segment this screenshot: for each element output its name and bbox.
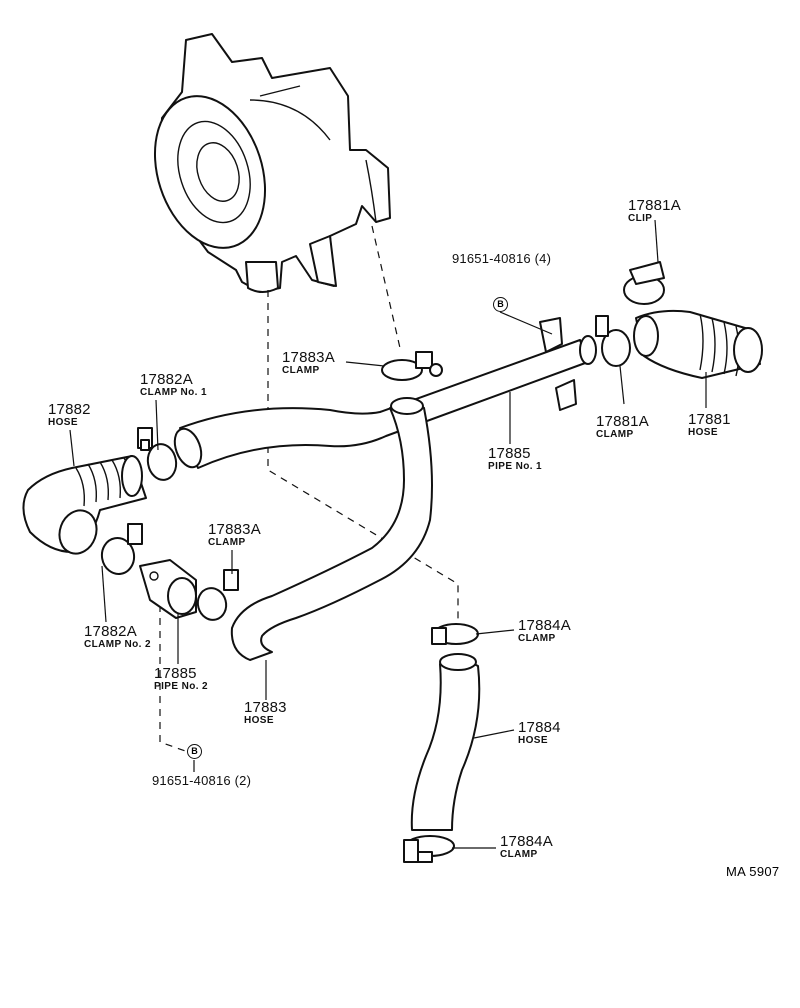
guide-line-air-cleaner: [267, 290, 459, 622]
part-name: CLAMP: [208, 537, 246, 548]
air-cleaner: [153, 33, 391, 293]
hose-17882: [22, 455, 147, 555]
part-name: CLAMP: [596, 429, 634, 440]
leader-17882: [69, 429, 75, 467]
callout-17883: 17883 HOSE: [244, 700, 287, 726]
bolt-badge-bottom: B: [187, 744, 202, 759]
leader-17884: [473, 729, 515, 739]
hose-17884: [410, 653, 481, 831]
part-number: 17882A: [84, 623, 137, 640]
hose-17881: [633, 309, 763, 379]
callout-17884a-top: 17884A CLAMP: [518, 618, 571, 644]
part-number: 17884: [518, 719, 561, 736]
clamp-17883a-top: [381, 351, 443, 381]
part-name: HOSE: [244, 715, 274, 726]
part-name: HOSE: [48, 417, 78, 428]
guide-line-bolt: [159, 592, 189, 753]
part-name: PIPE No. 2: [154, 681, 209, 692]
part-number: 17882: [48, 401, 91, 418]
leader-17883a-top: [345, 361, 385, 367]
part-number: 17882A: [140, 371, 193, 388]
leader-17882a-bottom: [101, 565, 107, 623]
callout-17885-pipe1: 17885 PIPE No. 1: [488, 446, 542, 472]
part-name: CLIP: [628, 213, 653, 224]
callout-17884a-bottom: 17884A CLAMP: [500, 834, 553, 860]
callout-17881a-clip: 17881A CLIP: [628, 198, 681, 224]
part-name: CLAMP: [282, 365, 320, 376]
part-name: PIPE No. 1: [488, 461, 543, 472]
leader-17884a-top: [475, 629, 515, 635]
clamp-17881a: [595, 315, 631, 367]
part-number: 17884A: [518, 617, 571, 634]
part-number: 91651-40816 (2): [152, 773, 252, 788]
callout-17881: 17881 HOSE: [688, 412, 731, 438]
part-name: HOSE: [518, 735, 548, 746]
part-number: 17883: [244, 699, 287, 716]
leader-17881a-clamp: [619, 365, 625, 405]
part-name: HOSE: [688, 427, 718, 438]
clamp-17882a-no2: [100, 523, 143, 575]
part-number: 17881A: [628, 197, 681, 214]
callout-17883a-mid: 17883A CLAMP: [208, 522, 261, 548]
pipe-no-1: [173, 317, 597, 469]
callout-17883a-top: 17883A CLAMP: [282, 350, 335, 376]
part-number: 17881A: [596, 413, 649, 430]
part-name: CLAMP: [500, 849, 538, 860]
part-number: 17881: [688, 411, 731, 428]
guide-line-clamp: [371, 225, 401, 349]
callout-17882a-top: 17882A CLAMP No. 1: [140, 372, 207, 398]
callout-17881a-clamp: 17881A CLAMP: [596, 414, 649, 440]
part-number: 91651-40816 (4): [452, 251, 552, 266]
callout-17882: 17882 HOSE: [48, 402, 91, 428]
part-number: 17883A: [208, 521, 261, 538]
callout-17885-pipe2: 17885 PIPE No. 2: [154, 666, 208, 692]
callout-17882a-bottom: 17882A CLAMP No. 2: [84, 624, 151, 650]
part-number: 17885: [488, 445, 531, 462]
leader-17882a-top: [155, 399, 159, 451]
clamp-17882a-no1: [137, 427, 178, 481]
clamp-17884a-bottom: [403, 835, 455, 863]
part-number: 17885: [154, 665, 197, 682]
part-name: CLAMP: [518, 633, 556, 644]
clip-17881a: [623, 261, 665, 305]
pipe-no-2: [139, 559, 197, 619]
callout-bolt-bottom: 91651-40816 (2): [152, 774, 251, 787]
drawing-reference: MA 5907: [726, 864, 780, 879]
part-number: 17883A: [282, 349, 335, 366]
clamp-17884a-top: [431, 623, 479, 645]
clamp-17883a-mid: [196, 569, 239, 621]
callout-17884: 17884 HOSE: [518, 720, 561, 746]
hose-17883: [230, 397, 433, 661]
part-name: CLAMP No. 1: [140, 387, 207, 398]
part-number: 17884A: [500, 833, 553, 850]
bolt-badge-top: B: [493, 297, 508, 312]
leader-bolt-top: [499, 311, 553, 335]
part-name: CLAMP No. 2: [84, 639, 151, 650]
leader-17881a-clip: [654, 219, 659, 263]
callout-bolt-top: 91651-40816 (4): [452, 252, 551, 265]
